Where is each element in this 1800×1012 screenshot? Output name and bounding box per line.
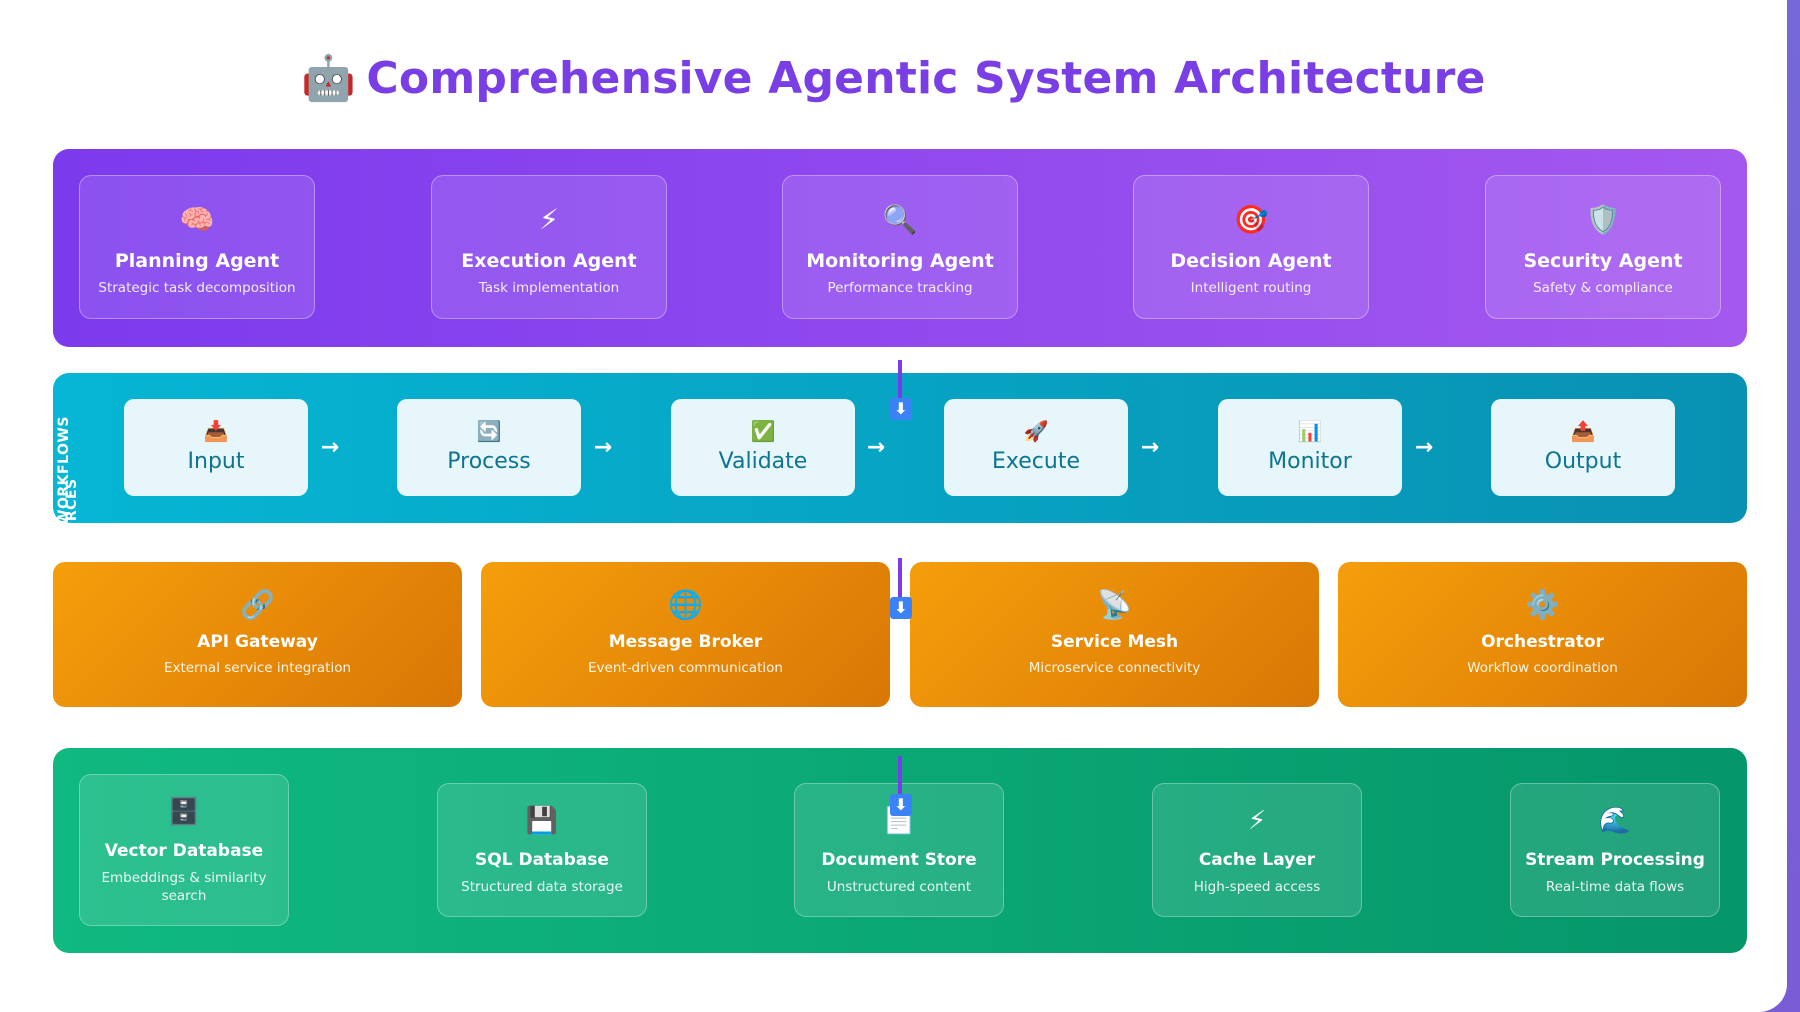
wave-icon: 🌊 bbox=[1598, 806, 1632, 836]
service-desc: Workflow coordination bbox=[1467, 660, 1618, 676]
arrow-right-icon: → bbox=[320, 435, 340, 460]
data-card-stream-processing: 🌊 Stream Processing Real-time data flows bbox=[1510, 783, 1720, 917]
cabinet-icon: 🗄️ bbox=[167, 797, 201, 827]
page-title: 🤖Comprehensive Agentic System Architectu… bbox=[0, 52, 1787, 104]
arrow-down-icon: ⬇ bbox=[890, 398, 912, 420]
arrow-right-icon: → bbox=[1140, 435, 1160, 460]
agent-card-planning: 🧠 Planning Agent Strategic task decompos… bbox=[79, 175, 315, 319]
outbox-icon: 📤 bbox=[1570, 419, 1596, 443]
robot-icon: 🤖 bbox=[301, 53, 357, 104]
workflow-step-execute: 🚀 Execute bbox=[944, 399, 1128, 496]
workflow-step-label: Validate bbox=[718, 449, 808, 474]
agent-desc: Task implementation bbox=[478, 280, 620, 296]
workflow-step-validate: ✅ Validate bbox=[671, 399, 855, 496]
check-icon: ✅ bbox=[750, 419, 776, 443]
flow-connector-line bbox=[898, 756, 902, 804]
data-source-name: Document Store bbox=[821, 850, 977, 870]
brain-icon: 🧠 bbox=[179, 203, 215, 236]
agent-desc: Safety & compliance bbox=[1533, 280, 1673, 296]
data-source-desc: Real-time data flows bbox=[1545, 879, 1685, 895]
data-card-document-store: 📄 Document Store Unstructured content bbox=[794, 783, 1004, 917]
service-desc: Event-driven communication bbox=[588, 660, 783, 676]
inbox-icon: 📥 bbox=[203, 419, 229, 443]
agent-name: Security Agent bbox=[1523, 250, 1683, 272]
workflow-step-output: 📤 Output bbox=[1491, 399, 1675, 496]
data-source-desc: Unstructured content bbox=[826, 879, 972, 895]
service-desc: Microservice connectivity bbox=[1028, 660, 1201, 676]
service-name: Message Broker bbox=[608, 632, 763, 652]
agent-card-decision: 🎯 Decision Agent Intelligent routing bbox=[1133, 175, 1369, 319]
data-source-name: Vector Database bbox=[104, 841, 264, 861]
service-card-service-mesh: 📡 Service Mesh Microservice connectivity bbox=[910, 562, 1319, 707]
service-card-api-gateway: 🔗 API Gateway External service integrati… bbox=[53, 562, 462, 707]
gear-icon: ⚙️ bbox=[1525, 588, 1560, 621]
shield-icon: 🛡️ bbox=[1585, 203, 1621, 236]
chart-icon: 📊 bbox=[1297, 419, 1323, 443]
agent-card-execution: ⚡ Execution Agent Task implementation bbox=[431, 175, 667, 319]
data-source-desc: Structured data storage bbox=[461, 879, 623, 895]
agent-card-security: 🛡️ Security Agent Safety & compliance bbox=[1485, 175, 1721, 319]
workflow-step-monitor: 📊 Monitor bbox=[1218, 399, 1402, 496]
agent-card-monitoring: 🔍 Monitoring Agent Performance tracking bbox=[782, 175, 1018, 319]
service-card-orchestrator: ⚙️ Orchestrator Workflow coordination bbox=[1338, 562, 1747, 707]
data-source-name: Stream Processing bbox=[1525, 850, 1705, 870]
arrow-right-icon: → bbox=[1414, 435, 1434, 460]
agent-desc: Strategic task decomposition bbox=[98, 280, 296, 296]
service-card-message-broker: 🌐 Message Broker Event-driven communicat… bbox=[481, 562, 890, 707]
page-title-text: Comprehensive Agentic System Architectur… bbox=[366, 53, 1486, 104]
target-icon: 🎯 bbox=[1233, 203, 1269, 236]
service-name: Service Mesh bbox=[1050, 632, 1179, 652]
globe-icon: 🌐 bbox=[668, 588, 703, 621]
agent-desc: Intelligent routing bbox=[1190, 280, 1312, 296]
service-name: API Gateway bbox=[197, 632, 318, 652]
rocket-icon: 🚀 bbox=[1023, 419, 1049, 443]
agent-name: Decision Agent bbox=[1170, 250, 1332, 272]
workflow-step-label: Process bbox=[447, 449, 531, 474]
service-name: Orchestrator bbox=[1481, 632, 1604, 652]
agent-desc: Performance tracking bbox=[827, 280, 973, 296]
workflow-step-label: Output bbox=[1544, 449, 1622, 474]
agent-name: Planning Agent bbox=[114, 250, 280, 272]
data-source-name: SQL Database bbox=[475, 850, 609, 870]
service-desc: External service integration bbox=[163, 660, 352, 676]
data-source-name: Cache Layer bbox=[1198, 850, 1316, 870]
agent-name: Monitoring Agent bbox=[806, 250, 994, 272]
magnifier-icon: 🔍 bbox=[882, 203, 918, 236]
data-sources-layer: 🗄️ Vector Database Embeddings & similari… bbox=[53, 748, 1747, 953]
data-source-desc: Embeddings & similarity search bbox=[101, 870, 267, 904]
data-card-cache-layer: ⚡ Cache Layer High-speed access bbox=[1152, 783, 1362, 917]
data-card-sql-database: 💾 SQL Database Structured data storage bbox=[437, 783, 647, 917]
data-source-desc: High-speed access bbox=[1193, 879, 1321, 895]
flow-connector-line bbox=[898, 360, 902, 408]
arrow-down-icon: ⬇ bbox=[890, 597, 912, 619]
data-card-vector-database: 🗄️ Vector Database Embeddings & similari… bbox=[79, 774, 289, 926]
workflow-step-label: Execute bbox=[992, 449, 1080, 474]
workflow-step-process: 🔄 Process bbox=[397, 399, 581, 496]
agent-name: Execution Agent bbox=[461, 250, 637, 272]
floppy-icon: 💾 bbox=[525, 806, 559, 836]
arrow-down-icon: ⬇ bbox=[890, 794, 912, 816]
workflow-step-label: Input bbox=[187, 449, 245, 474]
agents-layer: 🧠 Planning Agent Strategic task decompos… bbox=[53, 149, 1747, 347]
workflow-step-label: Monitor bbox=[1268, 449, 1352, 474]
link-icon: 🔗 bbox=[240, 588, 275, 621]
lightning-icon: ⚡ bbox=[1247, 806, 1267, 836]
flow-connector-line bbox=[898, 558, 902, 608]
arrow-right-icon: → bbox=[866, 435, 886, 460]
workflow-step-input: 📥 Input bbox=[124, 399, 308, 496]
satellite-icon: 📡 bbox=[1097, 588, 1132, 621]
arrow-right-icon: → bbox=[593, 435, 613, 460]
lightning-icon: ⚡ bbox=[539, 203, 559, 236]
refresh-icon: 🔄 bbox=[476, 419, 502, 443]
